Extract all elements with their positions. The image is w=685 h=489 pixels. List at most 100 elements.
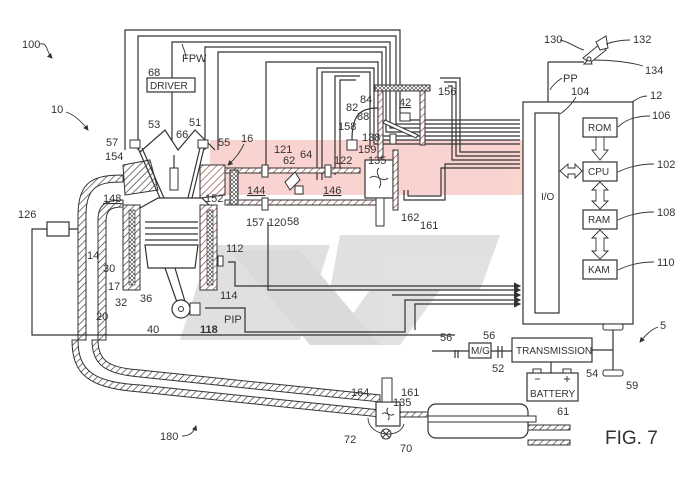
ref-120: 120 [268,217,286,229]
ref-161: 161 [420,220,438,232]
ref-108-leader [617,211,655,221]
exhaust-valve-stem [187,147,205,199]
sensor-126 [46,221,70,237]
connecting-rod [164,267,187,306]
ref-152: 152 [205,193,223,205]
wheel-rear [602,323,624,331]
ref-138: 138 [362,132,380,144]
ref-68: 68 [148,67,160,79]
ref-64: 64 [300,149,312,161]
ref-12-leader [631,95,648,103]
turbine-shaft-161 [381,377,393,403]
pp-label: PP [563,73,578,85]
ref-146: 146 [323,185,341,197]
fpw-label: FPW [182,53,207,65]
ref-148: 148 [103,193,121,205]
ref-104-leader [559,96,577,115]
cpu-ram-arrow [590,181,610,210]
ref-134-leader [593,59,644,67]
battery-terminal-negative [532,368,542,374]
intake-valve-stem [137,147,165,199]
io-cpu-arrow [559,162,583,180]
ref-112: 112 [226,243,244,255]
ref-102: 102 [657,159,675,171]
valve-82 [382,119,419,139]
ref-180-arrow [181,425,198,437]
ref-14: 14 [87,250,99,262]
sensor-118 [189,302,201,316]
ref-5: 5 [660,320,666,332]
ref-12: 12 [650,90,662,102]
mg-label: M/G [471,346,490,357]
ref-134: 134 [645,65,663,77]
turbine-blades-icon [381,407,395,421]
rom-label: ROM [588,123,611,134]
accelerator-pedal [582,35,609,65]
intake-filter-157 [229,169,239,206]
engine-block [122,129,226,319]
cylinder-head-left [122,159,159,196]
ref-59: 59 [626,380,638,392]
kam-box [582,259,618,280]
ref-100: 100 [22,39,40,51]
exhaust-manifold-outer [77,174,124,341]
shaft-161 [375,197,385,227]
battery-terminal-positive [562,368,572,374]
ref-158: 158 [338,121,356,133]
ref-20: 20 [96,311,108,323]
valve-actuator-53 [129,139,141,149]
ref-16-arrow [227,143,245,166]
coolant-sleeve-right [206,209,214,286]
transmission-label: TRANSMISSION [516,346,592,357]
combustion-chamber-top [139,197,213,209]
ref-52: 52 [492,363,504,375]
ref-144: 144 [247,185,265,197]
ram-label: RAM [588,215,610,226]
ref-17: 17 [108,281,120,293]
exhaust-pipe-upper [71,339,381,418]
ref-114: 114 [220,290,238,302]
ref-130: 130 [544,34,562,46]
ref-61: 61 [557,406,569,418]
transmission-box [511,337,593,363]
intake-system [224,84,431,227]
valve-158 [346,139,358,151]
coolant-sleeve-left [128,209,136,286]
ref-55: 55 [218,137,230,149]
ref-156: 156 [438,86,456,98]
pp-leader [549,77,563,91]
ref-135: 135 [368,155,386,167]
wastegate-bypass [367,417,405,435]
plus-icon [564,376,570,382]
ref-154: 154 [105,151,123,163]
sensor-138 [389,133,397,145]
ref-32: 32 [115,297,127,309]
cylinder-head-right [199,164,226,199]
ref-132-leader [605,39,631,45]
ref-66: 66 [176,129,188,141]
ref-42: 42 [399,97,411,109]
charge-duct-left [377,89,384,159]
controller-12: I/O ROM CPU RAM KAM [522,101,634,325]
ref-122: 122 [334,155,352,167]
ref-164: 164 [351,387,369,399]
compressor-outlet-wall [392,149,399,211]
valve-actuator-51 [197,139,209,149]
ref-110-leader [617,261,655,271]
battery-box [526,372,579,402]
kam-label: KAM [588,265,610,276]
pip-label: PIP [224,314,242,326]
ref-104: 104 [571,86,589,98]
ref-72: 72 [344,434,356,446]
ref-132: 132 [633,34,651,46]
ref-110: 110 [657,257,675,269]
throttle-actuator-58 [294,185,304,195]
driver-box [146,77,196,93]
cylinder-head-top [139,129,216,153]
pipe-to-catalyst [399,411,431,418]
catalyst-core [427,415,537,423]
ref-62: 62 [283,155,295,167]
tailpipe-lower [527,439,571,446]
